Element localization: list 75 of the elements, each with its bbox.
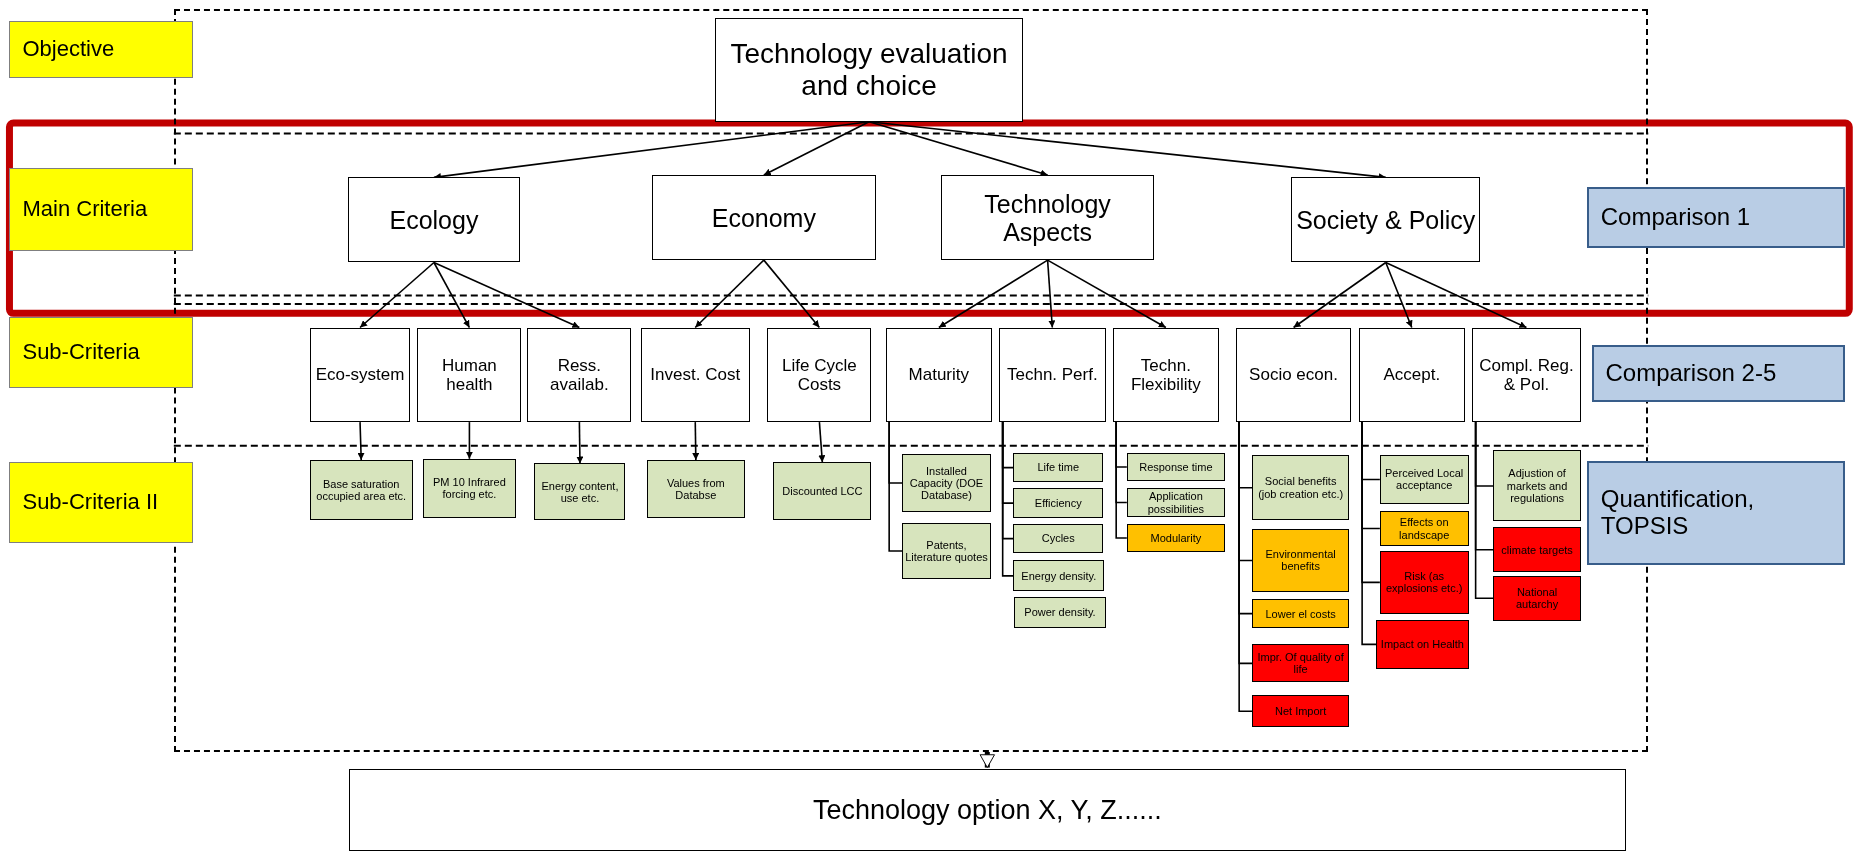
- indicator-box: Modularity: [1126, 523, 1225, 553]
- indicator-box: Base saturation occupied area etc.: [309, 459, 413, 521]
- indicator-box: PM 10 Infrared forcing etc.: [423, 458, 516, 518]
- arrow: [357, 421, 365, 461]
- criterion-box: Maturity: [885, 327, 992, 423]
- connector-line: [1361, 421, 1378, 646]
- arrow: [433, 261, 581, 329]
- indicator-box: Cycles: [1013, 523, 1104, 554]
- indicator-box: Perceived Local acceptance: [1379, 455, 1469, 504]
- indicator-box: Patents, Literature quotes: [902, 522, 991, 580]
- arrow: [576, 421, 584, 465]
- arrow: [433, 261, 471, 329]
- level-label: Main Criteria: [9, 167, 193, 251]
- indicator-box: Values from Databse: [646, 459, 745, 518]
- criterion-box: Ecology: [347, 177, 521, 263]
- criterion-box: Economy: [651, 175, 877, 261]
- comparison-label: Comparison 2-5: [1591, 345, 1845, 402]
- arrow: [1292, 261, 1387, 329]
- indicator-box: Net Import: [1252, 695, 1350, 728]
- indicator-box: Impact on Health: [1376, 619, 1469, 670]
- arrow: [763, 121, 870, 176]
- arrow: [465, 421, 473, 460]
- connector-line: [1001, 421, 1015, 577]
- connector-line: [1238, 421, 1253, 712]
- indicator-box: Risk (as explosions etc.): [1379, 551, 1469, 614]
- criterion-box: Accept.: [1358, 327, 1465, 423]
- comparison-label: Comparison 1: [1586, 186, 1845, 249]
- indicator-box: Energy density.: [1013, 560, 1105, 592]
- indicator-box: Energy content, use etc.: [534, 463, 626, 521]
- arrow: [938, 259, 1049, 329]
- arrow: [1384, 261, 1413, 329]
- indicator-box: Application possibilities: [1126, 488, 1225, 517]
- level-label: Sub-Criteria II: [9, 462, 193, 543]
- arrow: [692, 421, 700, 461]
- arrow: [359, 261, 435, 329]
- block-arrow: [979, 752, 995, 769]
- criterion-box: Eco-system: [309, 327, 411, 423]
- indicator-box: Life time: [1013, 452, 1104, 483]
- comparison-label: Quantification, TOPSIS: [1586, 461, 1845, 566]
- indicator-box: Efficiency: [1013, 488, 1104, 518]
- criterion-box: Society & Policy: [1291, 177, 1481, 263]
- arrow: [1046, 259, 1056, 329]
- connector-line: [888, 421, 903, 552]
- arrow: [694, 259, 765, 329]
- indicator-box: Power density.: [1014, 597, 1106, 628]
- arrow: [1046, 259, 1167, 329]
- arrow: [763, 259, 821, 329]
- criterion-box: Socio econ.: [1235, 327, 1352, 423]
- criterion-box: Ress. availab.: [527, 327, 632, 423]
- criterion-box: Techn. Perf.: [999, 327, 1106, 423]
- connector-line: [1474, 421, 1495, 600]
- level-label: Objective: [9, 21, 193, 79]
- arrow: [818, 421, 826, 464]
- indicator-box: Lower el costs: [1252, 599, 1350, 628]
- indicator-box: National autarchy: [1493, 575, 1581, 621]
- indicator-box: Impr. Of quality of life: [1252, 644, 1350, 683]
- criterion-box: Technology evaluation and choice: [715, 17, 1023, 122]
- indicator-box: Social benefits (job creation etc.): [1252, 455, 1350, 521]
- criterion-box: Technology option X, Y, Z......: [348, 768, 1626, 851]
- indicator-box: Discounted LCC: [773, 462, 872, 521]
- indicator-box: Installed Capacity (DOE Database): [902, 454, 991, 512]
- level-label: Sub-Criteria: [9, 316, 193, 388]
- criterion-box: Compl. Reg. & Pol.: [1472, 327, 1581, 423]
- indicator-box: Environmental benefits: [1252, 528, 1350, 593]
- criterion-box: Human health: [417, 327, 522, 423]
- criterion-box: Techn. Flexibility: [1112, 327, 1220, 423]
- indicator-box: Response time: [1126, 452, 1225, 482]
- criterion-box: Life Cycle Costs: [767, 327, 872, 423]
- indicator-box: Effects on landscape: [1379, 510, 1469, 547]
- indicator-box: Adjustion of markets and regulations: [1493, 450, 1581, 522]
- arrow: [1384, 261, 1528, 329]
- criterion-box: Technology Aspects: [941, 175, 1154, 261]
- indicator-box: climate targets: [1493, 527, 1581, 573]
- criterion-box: Invest. Cost: [640, 327, 750, 423]
- connector-line: [1115, 421, 1128, 539]
